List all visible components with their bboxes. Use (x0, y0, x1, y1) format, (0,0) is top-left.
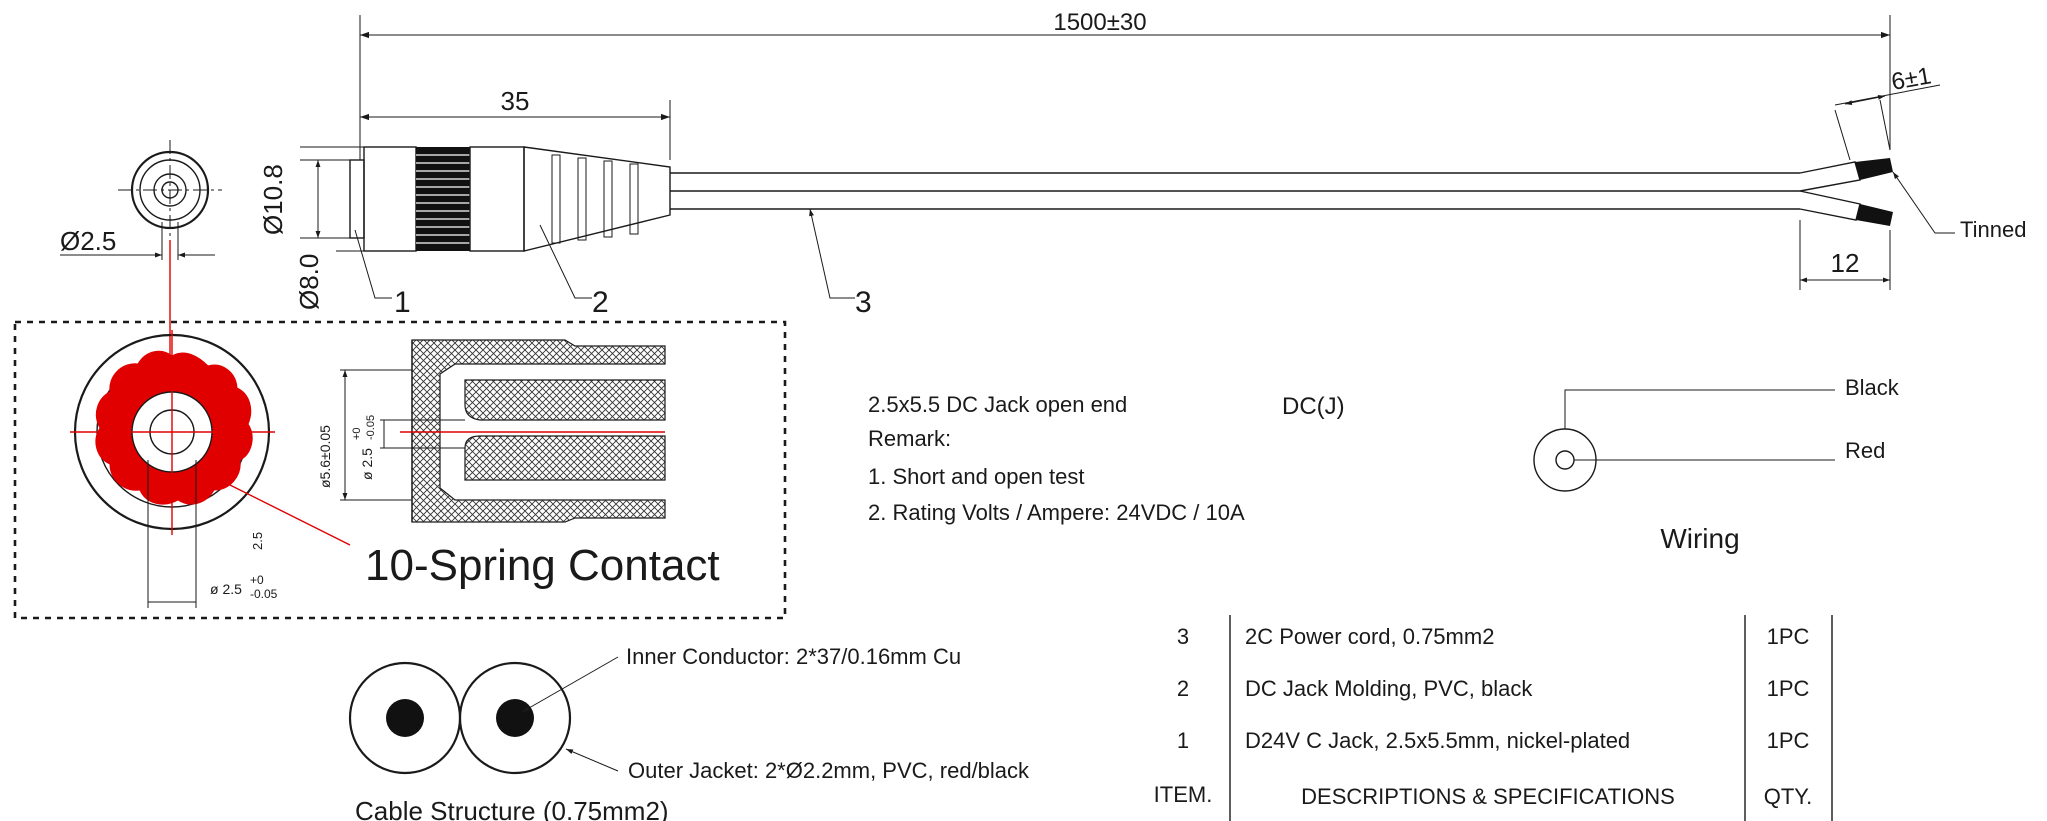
jack-diameter-label: Ø10.8 (258, 164, 288, 235)
bom-item-number: 2 (1177, 676, 1189, 701)
wiring-diagram: Black Red Wiring (1533, 375, 1900, 554)
wire-black-label: Black (1845, 375, 1900, 400)
outer-diameter-label: ø5.6±0.05 (317, 425, 333, 488)
note-line2: Remark: (868, 426, 951, 451)
cable-structure: Inner Conductor: 2*37/0.16mm Cu Outer Ja… (348, 644, 1030, 821)
bom-quantity: 1PC (1767, 624, 1810, 649)
bom-quantity: 1PC (1767, 728, 1810, 753)
note-tag: DC(J) (1282, 393, 1345, 420)
callout-2: 2 (592, 286, 609, 319)
bom-description: DC Jack Molding, PVC, black (1245, 676, 1533, 701)
bom-row: 3 2C Power cord, 0.75mm2 1PC (1177, 624, 1810, 649)
bottom-tol-lower: -0.05 (250, 587, 278, 601)
bom-header-qty: QTY. (1764, 784, 1813, 809)
bom-table: 3 2C Power cord, 0.75mm2 1PC 2 DC Jack Moldi… (1154, 615, 1833, 821)
detail-title: 10-Spring Contact (365, 541, 720, 590)
jack-length-label: 35 (501, 86, 530, 116)
inner-conductor-label: Inner Conductor: 2*37/0.16mm Cu (626, 644, 961, 669)
bom-header-desc: DESCRIPTIONS & SPECIFICATIONS (1301, 784, 1675, 809)
strip-length-label: 6±1 (1889, 62, 1933, 96)
jack-end-view: Ø2.5 (60, 140, 222, 375)
bom-header-item: ITEM. (1154, 782, 1213, 807)
bom-row: 2 DC Jack Molding, PVC, black 1PC (1177, 676, 1810, 701)
tip-diameter-label: Ø8.0 (294, 254, 324, 310)
split-length-label: 12 (1831, 248, 1860, 278)
outer-jacket-label: Outer Jacket: 2*Ø2.2mm, PVC, red/black (628, 758, 1030, 783)
note-line1: 2.5x5.5 DC Jack open end (868, 392, 1127, 417)
bom-item-number: 3 (1177, 624, 1189, 649)
note-line4: 2. Rating Volts / Ampere: 24VDC / 10A (868, 500, 1245, 525)
wiring-title: Wiring (1660, 523, 1739, 554)
pin-diameter-label: Ø2.5 (60, 226, 116, 256)
bottom-tol-upper: +0 (250, 573, 264, 587)
bom-item-number: 1 (1177, 728, 1189, 753)
bottom-dim-label: ø 2.5 (210, 581, 242, 597)
overall-length-label: 1500±30 (1053, 9, 1146, 36)
wire-red-label: Red (1845, 438, 1885, 463)
bom-description: 2C Power cord, 0.75mm2 (1245, 624, 1494, 649)
callout-1: 1 (394, 286, 411, 319)
inner-diameter-label: ø 2.5 (359, 448, 375, 480)
notes: 2.5x5.5 DC Jack open end DC(J) Remark: 1… (868, 392, 1345, 525)
cable-structure-title: Cable Structure (0.75mm2) (355, 796, 669, 821)
bom-description: D24V C Jack, 2.5x5.5mm, nickel-plated (1245, 728, 1630, 753)
tinned-label: Tinned (1960, 217, 2026, 242)
jack-cross-section: ø5.6±0.05 ø 2.5 +0 -0.05 (317, 339, 666, 523)
side-dim-label: 2.5 (250, 532, 265, 550)
tol-lower: -0.05 (365, 415, 377, 440)
bom-row: 1 D24V C Jack, 2.5x5.5mm, nickel-plated 1P… (1177, 728, 1810, 753)
note-line3: 1. Short and open test (868, 464, 1085, 489)
callout-3: 3 (855, 286, 872, 319)
tol-upper: +0 (351, 427, 363, 440)
detail-box: 2.5 ø 2.5 +0 -0.05 10-Spring Contact ø5.… (13, 320, 787, 620)
jack-side-view: 1500±30 35 (258, 9, 2026, 319)
bom-quantity: 1PC (1767, 676, 1810, 701)
